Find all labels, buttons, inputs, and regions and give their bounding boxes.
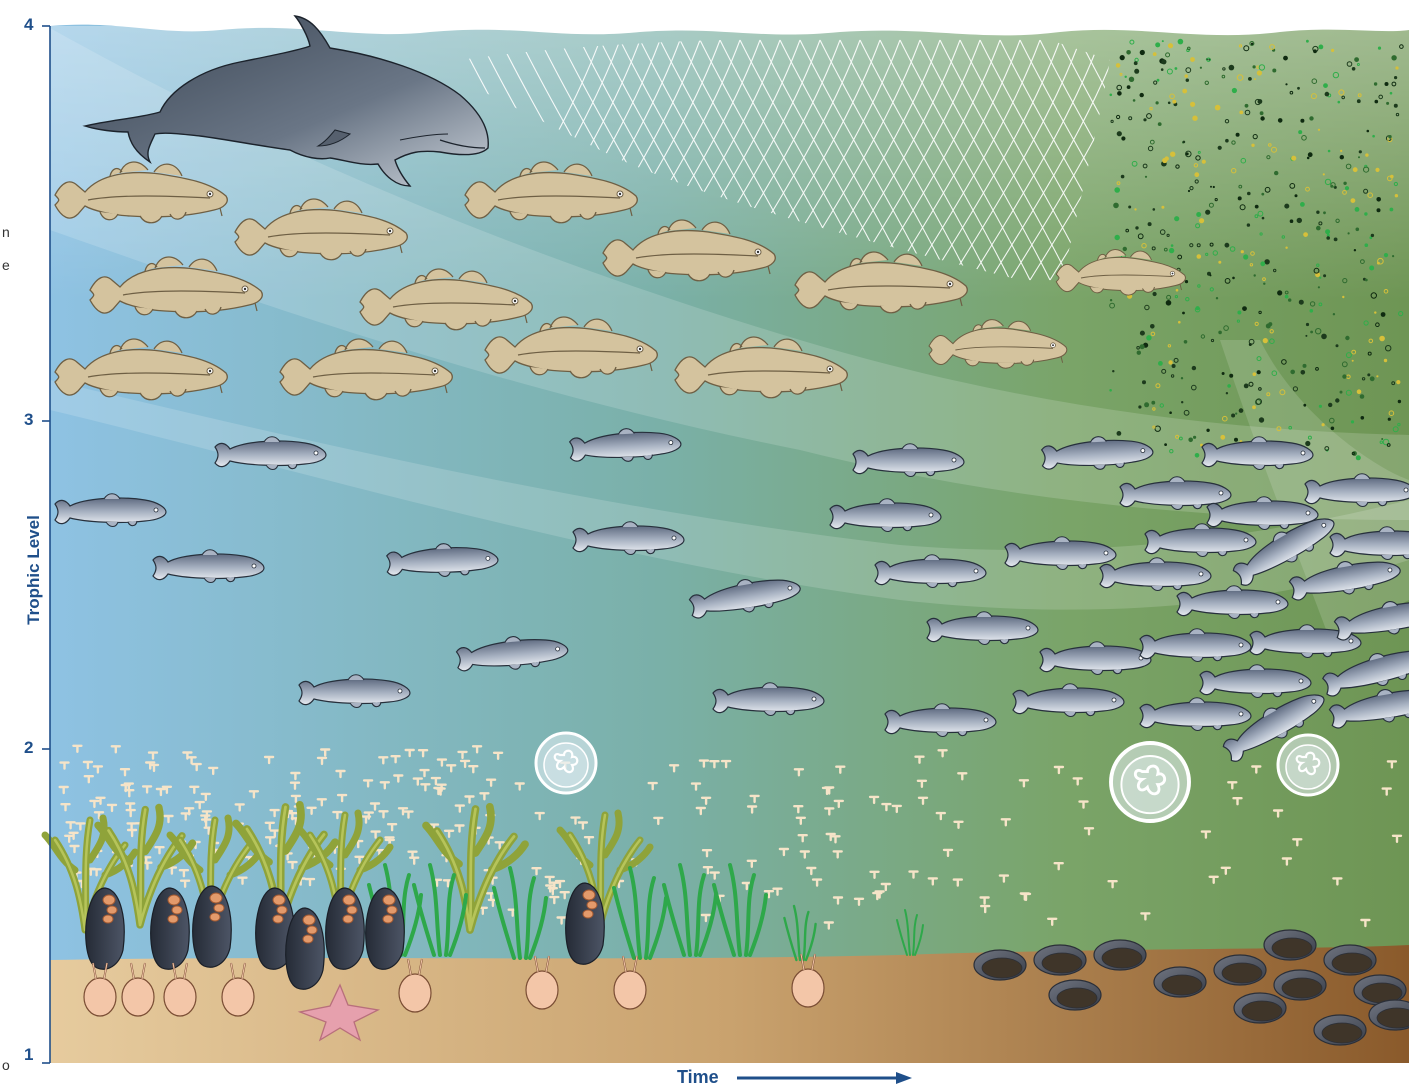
- y-axis-label: Trophic Level: [24, 500, 44, 640]
- x-axis-label: Time: [677, 1067, 719, 1088]
- y-tick-label-1: 1: [24, 1045, 33, 1065]
- edge-fragment-o: o: [2, 1057, 10, 1073]
- seabed: [50, 945, 1409, 1063]
- time-arrow-head: [896, 1072, 912, 1084]
- y-tick-label-4: 4: [24, 15, 33, 35]
- edge-fragment-n: n: [2, 224, 10, 240]
- edge-fragment-e: e: [2, 257, 10, 273]
- y-tick-label-2: 2: [24, 738, 33, 758]
- y-tick-label-3: 3: [24, 410, 33, 430]
